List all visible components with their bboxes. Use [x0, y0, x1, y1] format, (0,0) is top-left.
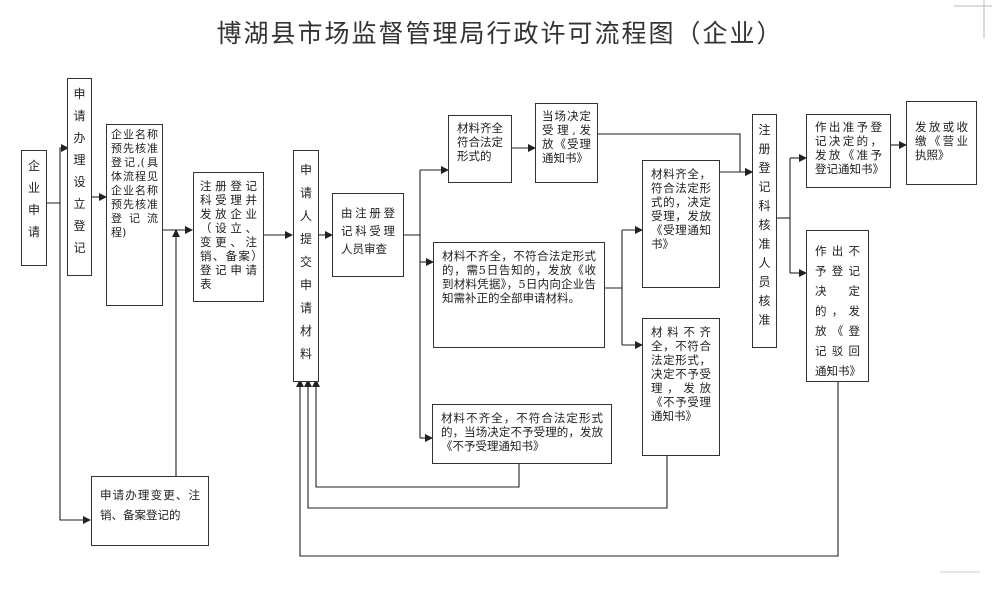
- node-label: 注册登记科核准人员核准: [758, 123, 771, 327]
- node-fafang-zhizhao: 发放或收缴《营业执照》: [906, 101, 977, 185]
- node-mingcheng-hezhun: 企业名称预先核准登记,(具体流程见企业名称预先核准登记流程): [106, 124, 163, 306]
- node-label: 申请办理设立登记: [73, 87, 86, 255]
- corner-mark: [954, 0, 992, 38]
- node-biangeng: 申请办理变更、注销、备案登记的: [91, 476, 209, 546]
- node-qiquan-shouli: 材料齐全，符合法定形式的，决定受理，发放《受理通知书》: [642, 160, 720, 288]
- node-dangchang-shouli: 当场决定受理,发放《受理通知书》: [535, 103, 598, 183]
- node-buqi-buyu: 材料不齐全，不符合法定形式，决定不予受理，发放《不予受理通知书》: [642, 318, 720, 456]
- node-zhuce-shouli: 注册登记科受理并发放企业（设立、变更、注销、备案）登记申请表: [193, 172, 264, 302]
- corner-mark: [940, 571, 980, 573]
- node-label: 作出准予登记决定的，发放《准予登记通知书》: [815, 120, 884, 176]
- node-label: 企业名称预先核准登记,(具体流程见企业名称预先核准登记流程): [111, 128, 158, 239]
- node-label: 材料不齐全，不符合法定形式，决定不予受理，发放《不予受理通知书》: [651, 325, 711, 423]
- node-label: 材料齐全符合法定形式的: [457, 121, 503, 163]
- node-label: 注册登记科受理并发放企业（设立、变更、注销、备案）登记申请表: [200, 179, 257, 291]
- node-shenqing-sheli: 申请办理设立登记: [67, 78, 92, 276]
- page-title: 博湖县市场监督管理局行政许可流程图（企业）: [216, 19, 784, 48]
- node-label: 发放或收缴《营业执照》: [915, 120, 968, 162]
- node-zhunyu-dengji: 作出准予登记决定的，发放《准予登记通知书》: [806, 114, 891, 188]
- node-label: 当场决定受理,发放《受理通知书》: [542, 109, 591, 165]
- node-label: 材料不齐全，不符合法定形式的，需5日告知的，发放《收到材料凭据》，5日内向企业告…: [442, 249, 596, 305]
- node-hezhun: 注册登记科核准人员核准: [752, 114, 777, 348]
- node-buqi-5ri: 材料不齐全，不符合法定形式的，需5日告知的，发放《收到材料凭据》，5日内向企业告…: [433, 242, 605, 348]
- node-buqi-dangchang: 材料不齐全，不符合法定形式的，当场决定不予受理的，发放《不予受理通知书》: [432, 404, 612, 464]
- node-label: 申请办理变更、注销、备案登记的: [100, 488, 200, 522]
- node-label: 材料不齐全，不符合法定形式的，当场决定不予受理的，发放《不予受理通知书》: [441, 411, 603, 453]
- node-qiquan-fuhe: 材料齐全符合法定形式的: [448, 115, 512, 183]
- node-buyu-dengji: 作出不予登记决定的，发放《登记驳回通知书》: [806, 230, 869, 382]
- node-qiye-shenqing: 企业申请: [21, 150, 47, 266]
- flow-connectors: [46, 133, 907, 557]
- node-shencha: 由注册登记科受理人员审查: [332, 193, 404, 277]
- node-label: 材料齐全，符合法定形式的，决定受理，发放《受理通知书》: [651, 167, 711, 251]
- node-tijiao: 申请人提交申请材料: [293, 150, 319, 382]
- node-label: 申请人提交申请材料: [300, 163, 313, 361]
- node-label: 由注册登记科受理人员审查: [341, 206, 395, 256]
- node-label: 企业申请: [28, 159, 41, 239]
- node-label: 作出不予登记决定的，发放《登记驳回通知书》: [815, 244, 861, 378]
